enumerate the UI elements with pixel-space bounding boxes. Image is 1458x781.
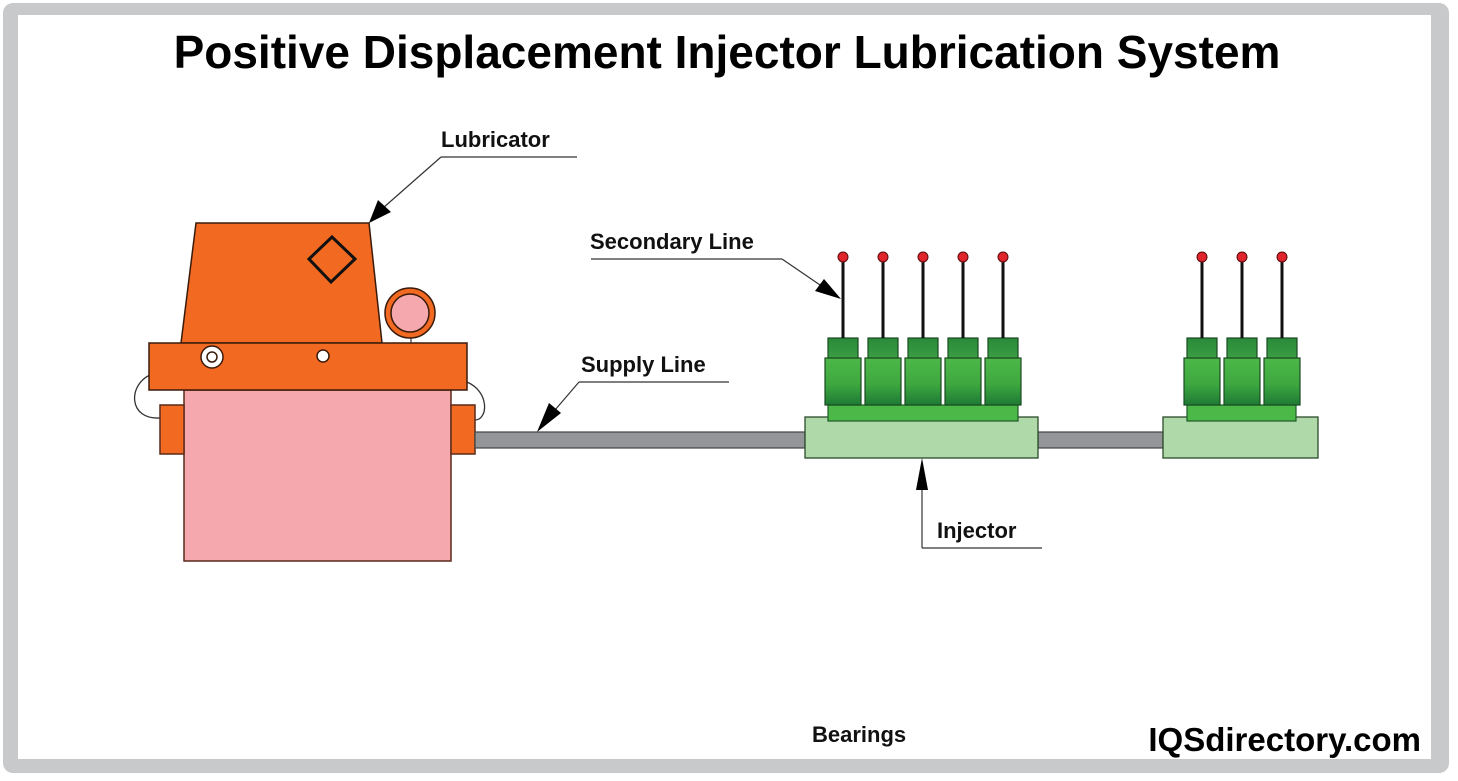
supply-line [474, 431, 806, 449]
arrowhead-icon [537, 403, 561, 432]
manifold-base [1162, 416, 1319, 459]
injector-manifold-1 [804, 251, 1039, 459]
arrowhead-icon [815, 279, 841, 299]
top-plate [148, 342, 468, 391]
injector-cap [947, 337, 979, 359]
injector-body [984, 357, 1022, 406]
injector-outlet [904, 251, 942, 406]
right-handle [466, 381, 486, 421]
arrowhead-icon [916, 458, 928, 490]
injector-cap [987, 337, 1019, 359]
label-lubricator: Lubricator [441, 127, 550, 152]
label-supply-line: Supply Line [581, 352, 706, 377]
bearing-point-icon [1196, 251, 1208, 263]
bearing-point-icon [917, 251, 929, 263]
manifold-base [804, 416, 1039, 459]
bearing-point-icon [1276, 251, 1288, 263]
injector-body [824, 357, 862, 406]
leader-line [554, 381, 580, 411]
injector-outlet [1223, 251, 1261, 406]
injector-cap [867, 337, 899, 359]
reservoir [183, 389, 452, 562]
injector-cap [1226, 337, 1258, 359]
injector-outlet [824, 251, 862, 406]
injector-body [904, 357, 942, 406]
label-bearings: Bearings [812, 722, 906, 747]
arrowhead-icon [369, 200, 391, 223]
left-handle [134, 374, 161, 419]
injector-body [1263, 357, 1301, 406]
injector-manifold-2 [1162, 251, 1319, 459]
injector-cap [827, 337, 859, 359]
vent-hole-icon [316, 349, 330, 363]
diamond-icon [306, 234, 358, 285]
injector-body [1183, 357, 1221, 406]
label-secondary-line: Secondary Line [590, 229, 754, 254]
injector-outlet [1263, 251, 1301, 406]
label-injector: Injector [937, 518, 1017, 543]
bearing-point-icon [997, 251, 1009, 263]
injector-body [864, 357, 902, 406]
leader-line [781, 258, 824, 288]
supply-line-segment-2 [1037, 431, 1164, 449]
injector-cap [1266, 337, 1298, 359]
manifold-plate [1186, 404, 1297, 422]
lubricator [134, 222, 486, 562]
injector-body [1223, 357, 1261, 406]
injector-outlet [984, 251, 1022, 406]
injector-cap [1186, 337, 1218, 359]
manifold-plate [827, 404, 1019, 422]
injector-body [944, 357, 982, 406]
bearing-point-icon [957, 251, 969, 263]
brand-logo: IQSdirectory.com [1148, 721, 1421, 758]
injector-outlet [944, 251, 982, 406]
leader-line [382, 156, 442, 209]
diagram-title: Positive Displacement Injector Lubricati… [174, 26, 1281, 78]
pump-housing [180, 222, 383, 344]
injector-outlet [864, 251, 902, 406]
bearing-point-icon [877, 251, 889, 263]
right-mount-block [450, 404, 476, 455]
bearing-point-icon [837, 251, 849, 263]
left-mount-block [159, 404, 185, 455]
injector-cap [907, 337, 939, 359]
bearing-point-icon [1236, 251, 1248, 263]
injector-outlet [1183, 251, 1221, 406]
gauge-face [390, 293, 430, 333]
